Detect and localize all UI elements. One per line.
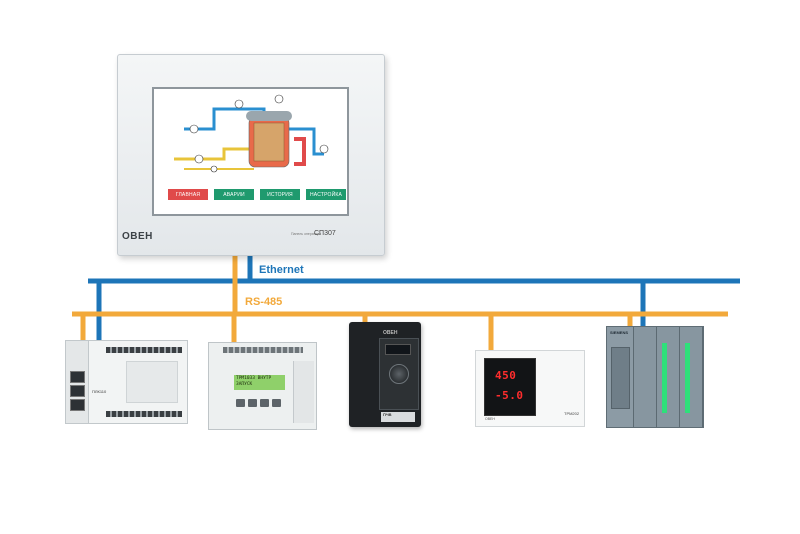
process-mimic-diagram [174,94,329,173]
hmi-model-caption: Панель оператора [291,232,322,236]
screen-button-history[interactable]: ИСТОРИЯ [260,189,300,200]
indicator-model: ТРМ202 [564,411,580,416]
plc-bottom-terminals [106,411,182,417]
frequency-converter-caption: ПЧВ [383,412,392,417]
plc-top-terminals [106,347,182,353]
frequency-converter-brand: ОВЕН [383,330,398,336]
controller-side-module [293,361,314,423]
siemens-status-stripe [685,343,690,413]
controller-key[interactable] [272,399,281,407]
frequency-converter-label: ПЧВ [381,412,415,422]
siemens-io-module [634,327,657,427]
controller-lcd: ТРМ1033 ВНУТР ЗАПУСК [234,375,285,390]
controller-terminals [223,347,303,353]
indicator-device: 450 -5.0 ТРМ202 ОВЕН [475,350,585,427]
plc-device: ПЛК110 [65,340,188,424]
hmi-model: СП307 [314,230,336,237]
indicator-brand: ОВЕН [485,417,495,421]
controller-key[interactable] [260,399,269,407]
siemens-cpu-front [611,347,630,409]
rs485-bus [72,252,728,352]
hmi-screen: ГЛАВНАЯ АВАРИИ ИСТОРИЯ НАСТРОЙКА [152,87,349,216]
ethernet-bus [88,252,740,340]
ethernet-label: Ethernet [259,264,304,276]
rs485-label: RS-485 [245,296,283,308]
siemens-status-stripe [662,343,667,413]
dial-knob-icon[interactable] [389,364,409,384]
indicator-value-top: 450 [495,369,517,382]
screen-button-alarms[interactable]: АВАРИИ [214,189,254,200]
indicator-value-bottom: -5.0 [495,389,524,402]
siemens-io-module [657,327,680,427]
hmi-brand-logo: ОВЕН [122,231,153,242]
plc-label: ПЛК110 [92,389,107,394]
controller-lcd-line-2: ЗАПУСК [236,382,253,387]
screen-button-settings[interactable]: НАСТРОЙКА [306,189,346,200]
ethernet-port-icon [70,399,85,411]
indicator-display: 450 -5.0 [484,358,536,416]
siemens-brand: SIEMENS [610,330,629,335]
siemens-plc-device: SIEMENS [606,326,704,428]
siemens-cpu-module: SIEMENS [607,327,634,427]
controller-key[interactable] [236,399,245,407]
ethernet-port-icon [70,371,85,383]
controller-lcd-line-1: ТРМ1033 ВНУТР [236,376,272,381]
plc-indicator-leds [126,361,178,403]
siemens-io-module [680,327,703,427]
screen-button-main[interactable]: ГЛАВНАЯ [168,189,208,200]
controller-device: ТРМ1033 ВНУТР ЗАПУСК [208,342,317,430]
frequency-converter-display [385,344,411,355]
frequency-converter-device: ОВЕН ПЧВ [349,322,421,427]
controller-key[interactable] [248,399,257,407]
ethernet-port-icon [70,385,85,397]
